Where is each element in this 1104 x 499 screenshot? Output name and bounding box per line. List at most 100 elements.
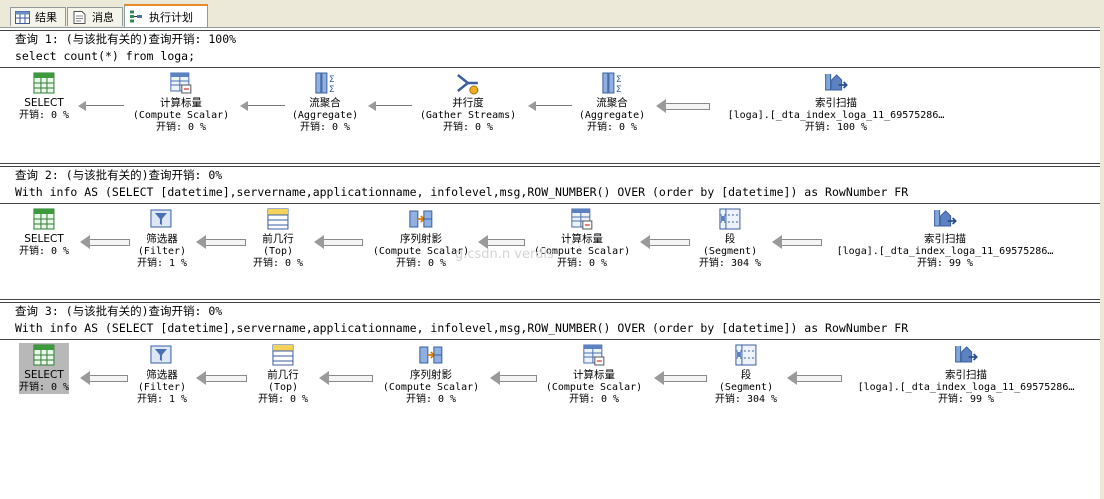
node-physical-op: (Top) bbox=[262, 245, 294, 257]
index-scan-icon bbox=[823, 71, 849, 95]
data-flow-arrow[interactable] bbox=[80, 371, 128, 385]
gather-streams-icon bbox=[455, 71, 481, 95]
query-divider bbox=[0, 163, 1100, 164]
select-icon bbox=[31, 207, 57, 231]
tab-execution-plan[interactable]: 执行计划 bbox=[124, 4, 208, 27]
data-flow-arrow[interactable] bbox=[787, 371, 842, 385]
node-cost: 开销: 0 % bbox=[568, 394, 620, 406]
node-title: SELECT bbox=[24, 369, 64, 381]
node-title: 序列射影 bbox=[409, 369, 452, 381]
node-title: SELECT bbox=[24, 97, 64, 109]
plan-node-compute-scalar[interactable]: 计算标量(Compute Scalar)开销: 0 % bbox=[546, 343, 642, 407]
data-flow-arrow[interactable] bbox=[78, 101, 124, 111]
tab-messages-label: 消息 bbox=[92, 11, 114, 24]
plan-node-segment[interactable]: 段(Segment)开销: 304 % bbox=[715, 343, 777, 407]
plan-node-top[interactable]: 前几行(Top)开销: 0 % bbox=[253, 207, 303, 271]
query-2-title: 查询 2: (与该批有关的)查询开销: 0% bbox=[15, 168, 223, 182]
sequence-project-icon bbox=[418, 343, 444, 367]
data-flow-arrow[interactable] bbox=[240, 101, 285, 111]
node-physical-op: [loga].[_dta_index_loga_11_69575286… bbox=[836, 245, 1054, 257]
node-title: 计算标量 bbox=[560, 233, 603, 245]
tab-messages[interactable]: 消息 bbox=[67, 7, 123, 26]
filter-icon bbox=[149, 343, 175, 367]
vertical-scrollbar[interactable] bbox=[1100, 27, 1104, 499]
plan-node-sequence-project[interactable]: 序列射影(Compute Scalar)开销: 0 % bbox=[383, 343, 479, 407]
result-tab-strip: 结果 消息 执行计划 bbox=[0, 0, 1104, 28]
data-flow-arrow[interactable] bbox=[654, 371, 707, 385]
node-physical-op: (Top) bbox=[267, 381, 299, 393]
execution-plan-icon bbox=[130, 10, 142, 23]
plan-node-index-scan[interactable]: 索引扫描[loga].[_dta_index_loga_11_69575286…… bbox=[858, 343, 1074, 407]
node-cost: 开销: 0 % bbox=[556, 258, 608, 270]
select-icon bbox=[31, 343, 57, 367]
data-flow-arrow[interactable] bbox=[640, 235, 690, 249]
compute-scalar-icon bbox=[168, 71, 194, 95]
node-cost: 开销: 1 % bbox=[136, 394, 188, 406]
plan-node-sequence-project[interactable]: 序列射影(Compute Scalar)开销: 0 % bbox=[373, 207, 469, 271]
node-title: 索引扫描 bbox=[815, 97, 857, 109]
node-title: 并行度 bbox=[452, 97, 484, 109]
data-flow-arrow[interactable] bbox=[528, 101, 572, 111]
node-cost: 开销: 0 % bbox=[18, 245, 70, 257]
data-flow-arrow[interactable] bbox=[656, 99, 710, 113]
node-cost: 开销: 304 % bbox=[698, 258, 762, 270]
plan-node-gather-streams[interactable]: 并行度(Gather Streams)开销: 0 % bbox=[420, 71, 516, 135]
node-physical-op: (Compute Scalar) bbox=[545, 381, 643, 393]
node-title: SELECT bbox=[24, 233, 64, 245]
node-physical-op: (Segment) bbox=[718, 381, 774, 393]
node-title: 段 bbox=[724, 233, 736, 245]
plan-node-segment[interactable]: 段(Segment)开销: 304 % bbox=[699, 207, 761, 271]
data-flow-arrow[interactable] bbox=[478, 235, 525, 249]
plan-node-filter[interactable]: 筛选器(Filter)开销: 1 % bbox=[137, 343, 187, 407]
plan-node-compute-scalar[interactable]: 计算标量(Compute Scalar)开销: 0 % bbox=[534, 207, 630, 271]
node-cost: 开销: 100 % bbox=[804, 122, 868, 134]
filter-icon bbox=[149, 207, 175, 231]
node-cost: 开销: 99 % bbox=[937, 394, 995, 406]
node-cost: 开销: 0 % bbox=[299, 122, 351, 134]
node-physical-op: (Compute Scalar) bbox=[533, 245, 631, 257]
node-cost: 开销: 1 % bbox=[136, 258, 188, 270]
node-physical-op: (Gather Streams) bbox=[419, 109, 517, 121]
data-flow-arrow[interactable] bbox=[319, 371, 373, 385]
compute-scalar-icon bbox=[581, 343, 607, 367]
node-physical-op: (Aggregate) bbox=[291, 109, 359, 121]
node-cost: 开销: 99 % bbox=[916, 258, 974, 270]
node-title: 流聚合 bbox=[596, 97, 628, 109]
plan-node-top[interactable]: 前几行(Top)开销: 0 % bbox=[258, 343, 308, 407]
node-physical-op: (Compute Scalar) bbox=[372, 245, 470, 257]
plan-node-filter[interactable]: 筛选器(Filter)开销: 1 % bbox=[137, 207, 187, 271]
node-cost: 开销: 0 % bbox=[155, 122, 207, 134]
data-flow-arrow[interactable] bbox=[772, 235, 822, 249]
node-title: 序列射影 bbox=[399, 233, 442, 245]
tab-results-label: 结果 bbox=[35, 11, 57, 24]
data-flow-arrow[interactable] bbox=[314, 235, 363, 249]
node-cost: 开销: 304 % bbox=[714, 394, 778, 406]
data-flow-arrow[interactable] bbox=[368, 101, 412, 111]
data-flow-arrow[interactable] bbox=[80, 235, 130, 249]
plan-node-compute-scalar[interactable]: 计算标量(Compute Scalar)开销: 0 % bbox=[133, 71, 229, 135]
svg-text:Σ: Σ bbox=[616, 85, 622, 95]
tab-results[interactable]: 结果 bbox=[10, 7, 66, 26]
data-flow-arrow[interactable] bbox=[196, 235, 246, 249]
query-1-sql: select count(*) from loga; bbox=[15, 49, 196, 63]
grid-icon bbox=[15, 10, 30, 24]
data-flow-arrow[interactable] bbox=[490, 371, 537, 385]
query-1-header: 查询 1: (与该批有关的)查询开销: 100% select count(*)… bbox=[0, 30, 1100, 68]
compute-scalar-icon bbox=[569, 207, 595, 231]
svg-text:Σ: Σ bbox=[329, 75, 335, 85]
data-flow-arrow[interactable] bbox=[196, 371, 247, 385]
plan-node-index-scan[interactable]: 索引扫描[loga].[_dta_index_loga_11_69575286…… bbox=[836, 207, 1054, 271]
query-2-sql: With info AS (SELECT [datetime],serverna… bbox=[15, 185, 909, 199]
node-cost: 开销: 0 % bbox=[18, 381, 70, 393]
node-title: 计算标量 bbox=[572, 369, 615, 381]
plan-node-index-scan[interactable]: 索引扫描[loga].[_dta_index_loga_11_69575286…… bbox=[728, 71, 944, 135]
segment-icon bbox=[717, 207, 743, 231]
svg-text:Σ: Σ bbox=[616, 75, 622, 85]
query-3-header: 查询 3: (与该批有关的)查询开销: 0% With info AS (SEL… bbox=[0, 302, 1100, 340]
